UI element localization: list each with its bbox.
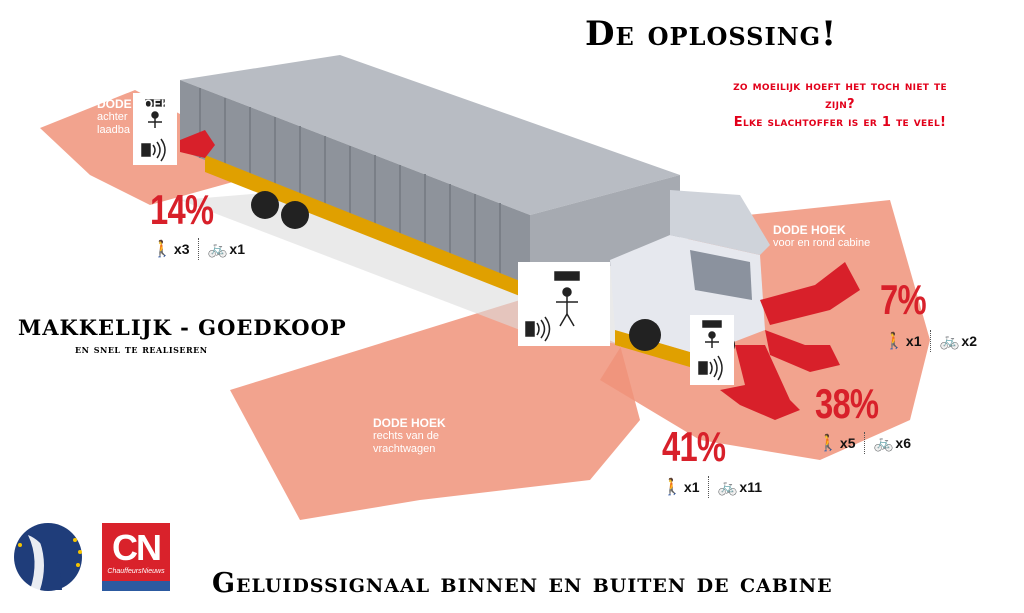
right-zone-label: DODE HOEK rechts van de vrachtwagen (373, 417, 446, 456)
front-zone-label: DODE HOEK voor en rond cabine (773, 224, 870, 250)
rear-arrow (180, 130, 215, 158)
round-logo (14, 523, 82, 591)
pedestrian-icon: 🚶 (152, 241, 172, 258)
speaker-icon (141, 138, 166, 162)
right-zone-title: DODE HOEK (373, 416, 446, 430)
stat-cab-pedestrians: x5 (839, 435, 856, 451)
pedestrian-icon: 🚶 (662, 479, 682, 496)
front-arrow (765, 330, 840, 372)
stat-cab-counts: 🚶 x5 🚲 x6 (818, 432, 911, 454)
rear-zone-title: DODE HOEK (97, 97, 170, 111)
stat-rear-counts: 🚶 x3 🚲 x1 (152, 238, 245, 260)
rear-zone-desc-2: laadba (97, 124, 131, 136)
sub-caption: en snel te realiseren (75, 343, 208, 356)
stat-front-pedestrians: x1 (905, 333, 922, 349)
note-line-2: zijn? (825, 97, 855, 112)
front-right-arrow (760, 262, 860, 325)
note-line-3: Elke slachtoffer is er 1 te veel! (733, 115, 947, 130)
front-zone-title: DODE HOEK (773, 223, 846, 237)
stat-front-counts: 🚶 x1 🚲 x2 (884, 330, 977, 352)
cyclist-icon: 🚲 (717, 479, 738, 496)
stat-side-counts: 🚶 x1 🚲 x11 (662, 476, 762, 498)
sensor-icon (145, 99, 165, 128)
stat-cab-percent: 38% (815, 380, 879, 427)
speaker-icon (698, 355, 723, 381)
logo-initials: CN (112, 527, 162, 568)
stat-rear-cyclists: x1 (229, 241, 245, 257)
container-trailer (180, 55, 680, 300)
front-zone-desc-1: voor en rond cabine (773, 237, 871, 249)
note-line-1: zo moeilijk hoeft het toch niet te (733, 79, 947, 94)
side-arrow (720, 345, 800, 420)
stat-front-percent: 7% (880, 276, 927, 323)
cyclist-icon: 🚲 (873, 435, 894, 452)
sensor-icon (554, 271, 580, 327)
stat-front-cyclists: x2 (961, 333, 977, 349)
chauffeursnieuws-logo: CN ChauffeursNieuws (102, 523, 170, 591)
main-caption: MAKKELIJK - GOEDKOOP (18, 315, 347, 340)
logo-name: ChauffeursNieuws (107, 568, 165, 575)
pedestrian-icon: 🚶 (818, 435, 838, 452)
stat-side-cyclists: x11 (739, 479, 763, 495)
page-title: De oplossing! (585, 14, 838, 54)
footer-caption: Geluidssignaal binnen en buiten de cabin… (212, 568, 833, 599)
cyclist-icon: 🚲 (939, 333, 960, 350)
stat-rear-percent: 14% (150, 186, 214, 233)
stat-side-pedestrians: x1 (683, 479, 700, 495)
sensor-icon (702, 320, 722, 348)
pedestrian-icon: 🚶 (884, 333, 904, 350)
speaker-icon (525, 316, 551, 342)
stat-side-percent: 41% (662, 423, 726, 470)
right-zone-desc-1: rechts van de (373, 430, 440, 442)
warning-arrows (180, 130, 860, 420)
stat-rear-pedestrians: x3 (173, 241, 190, 257)
logo-bar (102, 581, 170, 591)
rear-zone-desc-1: achter (97, 111, 128, 123)
right-zone-desc-2: vrachtwagen (373, 443, 436, 455)
rear-zone-label: DODE HOEK achter laadba (97, 98, 170, 137)
right-blind-spot-zone (230, 300, 640, 520)
stat-cab-cyclists: x6 (895, 435, 911, 451)
cyclist-icon: 🚲 (207, 241, 228, 258)
